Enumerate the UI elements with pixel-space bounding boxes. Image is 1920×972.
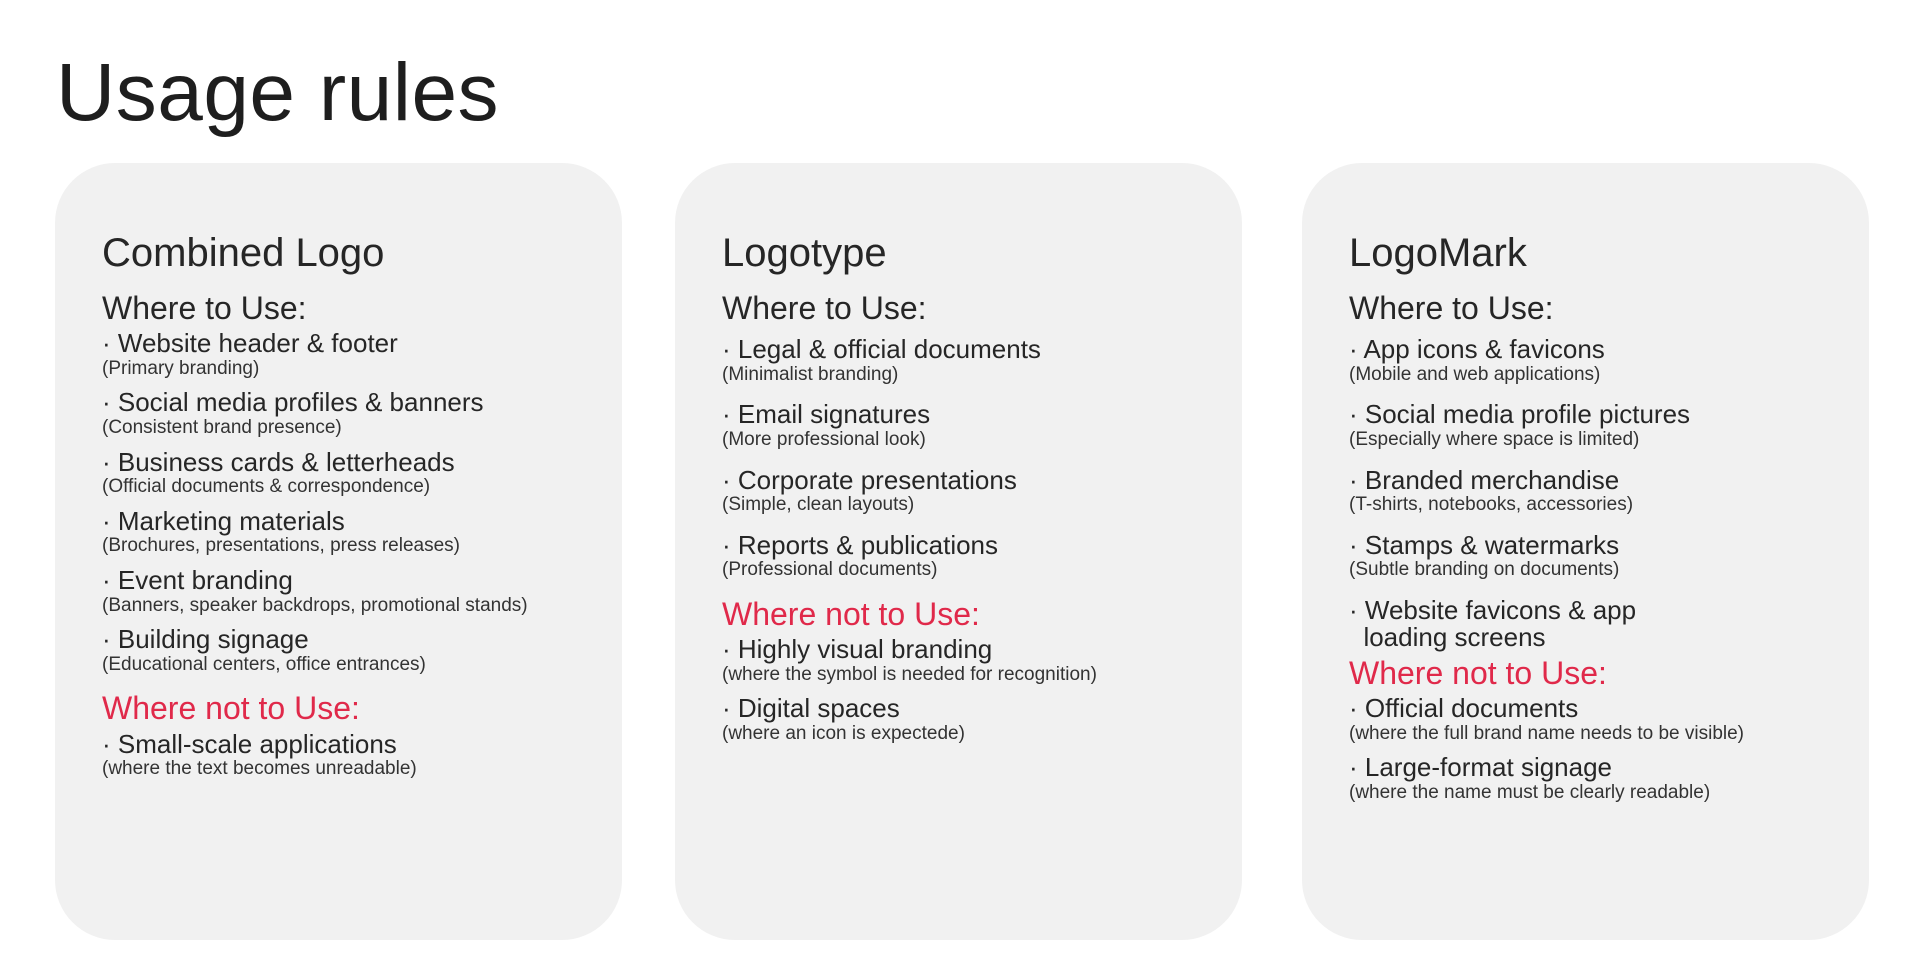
list-item: · Event branding (Banners, speaker backd… <box>102 567 602 618</box>
item-label: · Corporate presentations <box>722 464 1017 495</box>
where-to-use-heading: Where to Use: <box>722 290 927 326</box>
list-item: · Branded merchandise (T-shirts, noteboo… <box>1349 467 1849 518</box>
card-title: LogoMark <box>1349 231 1527 275</box>
list-item: · Digital spaces (where an icon is expec… <box>722 695 1222 746</box>
card-content: LogoMark Where to Use: · App icons & fav… <box>1349 233 1849 820</box>
where-not-to-use-heading: Where not to Use: <box>102 690 360 727</box>
list-item: · Reports & publications (Professional d… <box>722 532 1222 583</box>
where-to-use-heading: Where to Use: <box>1349 290 1554 326</box>
card-title: Combined Logo <box>102 231 385 275</box>
item-note: (where the text becomes unreadable) <box>102 758 417 780</box>
item-label: · Marketing materials <box>102 505 345 536</box>
item-label: · Business cards & letterheads <box>102 446 455 477</box>
list-item: · Email signatures (More professional lo… <box>722 401 1222 452</box>
item-note: (Subtle branding on documents) <box>1349 559 1620 581</box>
item-note: (Especially where space is limited) <box>1349 428 1640 450</box>
item-label: · Website favicons & app loading screens <box>1349 595 1637 652</box>
list-item: · Social media profiles & banners (Consi… <box>102 389 602 440</box>
item-note: (Simple, clean layouts) <box>722 494 915 516</box>
list-item: · Website header & footer (Primary brand… <box>102 330 602 381</box>
where-not-to-use-heading: Where not to Use: <box>722 596 980 632</box>
where-not-to-use-heading: Where not to Use: <box>1349 655 1607 692</box>
item-label: · Branded merchandise <box>1349 464 1620 495</box>
item-label: · App icons & favicons <box>1349 334 1605 365</box>
item-note: (Educational centers, office entrances) <box>102 653 426 675</box>
list-item: · Business cards & letterheads (Official… <box>102 449 602 500</box>
item-note: (Primary branding) <box>102 357 260 379</box>
item-note: (Consistent brand presence) <box>102 416 342 438</box>
item-note: (More professional look) <box>722 428 926 450</box>
list-item: · App icons & favicons (Mobile and web a… <box>1349 336 1849 387</box>
item-note: (Professional documents) <box>722 559 938 581</box>
item-label: · Small-scale applications <box>102 728 397 759</box>
item-note: (where the name must be clearly readable… <box>1349 781 1711 803</box>
item-label: · Email signatures <box>722 399 931 430</box>
list-item: · Marketing materials (Brochures, presen… <box>102 508 602 559</box>
item-label: · Building signage <box>102 624 309 655</box>
item-label: · Social media profile pictures <box>1349 399 1691 430</box>
item-note: (Mobile and web applications) <box>1349 363 1601 385</box>
item-label: · Social media profiles & banners <box>102 387 484 418</box>
card-combined-logo: Combined Logo Where to Use: · Website he… <box>55 163 622 940</box>
card-content: Logotype Where to Use: · Legal & officia… <box>722 233 1222 761</box>
card-logotype: Logotype Where to Use: · Legal & officia… <box>675 163 1242 940</box>
card-logomark: LogoMark Where to Use: · App icons & fav… <box>1302 163 1869 940</box>
item-label: · Legal & official documents <box>722 334 1041 365</box>
list-item: · Highly visual branding (where the symb… <box>722 636 1222 687</box>
card-content: Combined Logo Where to Use: · Website he… <box>102 233 602 790</box>
item-note: (T-shirts, notebooks, accessories) <box>1349 494 1634 516</box>
list-item: · Social media profile pictures (Especia… <box>1349 401 1849 452</box>
list-item: · Corporate presentations (Simple, clean… <box>722 467 1222 518</box>
item-label: · Stamps & watermarks <box>1349 529 1620 560</box>
item-label: · Website header & footer <box>102 328 398 359</box>
item-note: (Brochures, presentations, press release… <box>102 535 460 557</box>
item-label: · Event branding <box>102 565 293 595</box>
item-label: · Official documents <box>1349 693 1579 724</box>
item-label: · Highly visual branding <box>722 634 993 665</box>
item-note: (where the symbol is needed for recognit… <box>722 663 1097 685</box>
list-item: · Small-scale applications (where the te… <box>102 731 602 782</box>
list-item: · Large-format signage (where the name m… <box>1349 754 1849 805</box>
card-title: Logotype <box>722 231 887 275</box>
list-item: · Legal & official documents (Minimalist… <box>722 336 1222 387</box>
item-label: · Digital spaces <box>722 693 900 724</box>
item-label: · Reports & publications <box>722 529 999 560</box>
where-to-use-heading: Where to Use: <box>102 290 307 326</box>
item-label: · Large-format signage <box>1349 752 1613 783</box>
item-note: (Official documents & correspondence) <box>102 476 431 498</box>
page-title: Usage rules <box>56 47 500 138</box>
list-item: · Website favicons & app loading screens <box>1349 597 1849 650</box>
item-note: (where an icon is expectede) <box>722 722 965 744</box>
list-item: · Stamps & watermarks (Subtle branding o… <box>1349 532 1849 583</box>
list-item: · Official documents (where the full bra… <box>1349 695 1849 746</box>
item-note: (Minimalist branding) <box>722 363 899 385</box>
item-note: (Banners, speaker backdrops, promotional… <box>102 594 528 616</box>
item-note: (where the full brand name needs to be v… <box>1349 722 1745 744</box>
list-item: · Building signage (Educational centers,… <box>102 626 602 677</box>
